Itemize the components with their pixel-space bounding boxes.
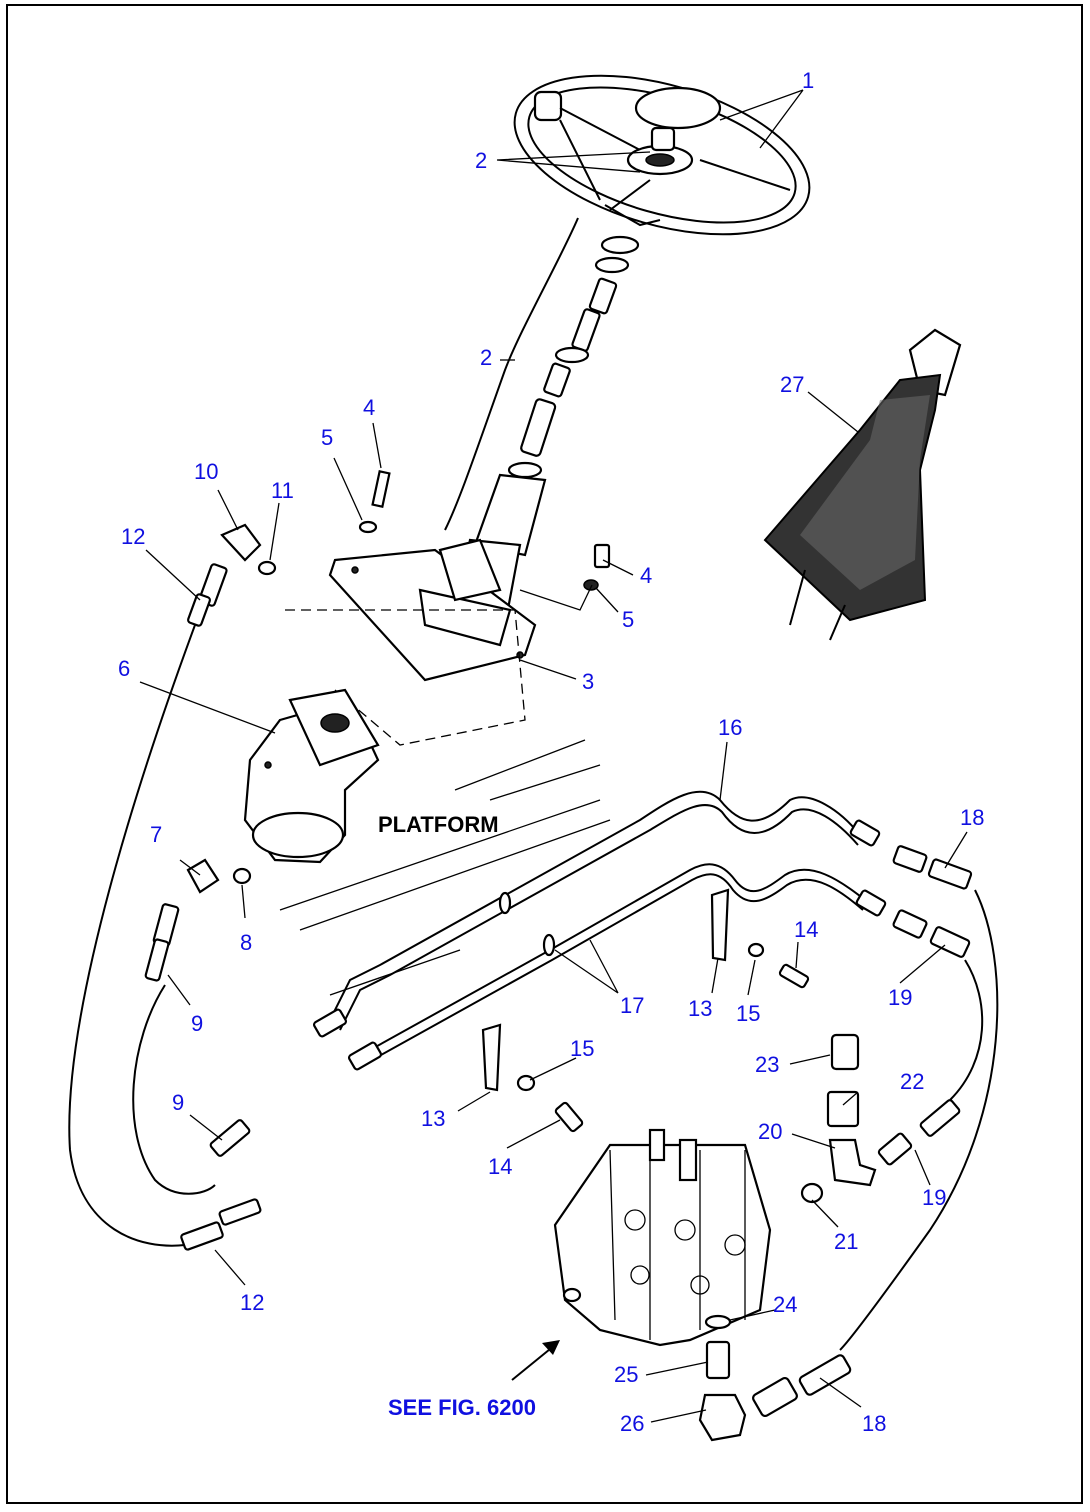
callout-19-lower: 19 — [922, 1185, 946, 1210]
callout-1: 1 — [802, 68, 814, 93]
hoses-right — [752, 845, 999, 1418]
callout-14-left: 14 — [488, 1154, 512, 1179]
callout-2-wheel: 2 — [475, 148, 487, 173]
steering-wheel — [513, 74, 811, 236]
callout-9-lower: 9 — [172, 1090, 184, 1115]
callout-3: 3 — [582, 669, 594, 694]
reference-arrow — [511, 1340, 560, 1381]
callout-5-right: 5 — [622, 607, 634, 632]
mounting-plate — [328, 538, 537, 682]
callout-12-upper: 12 — [121, 524, 145, 549]
callout-11: 11 — [271, 478, 294, 503]
callout-10: 10 — [194, 459, 218, 484]
callout-17: 17 — [620, 993, 644, 1018]
callout-5-upper: 5 — [321, 425, 333, 450]
see-fig-reference: SEE FIG. 6200 — [388, 1395, 536, 1420]
callout-24: 24 — [773, 1292, 797, 1317]
bolt-washer-right — [583, 543, 611, 591]
callout-15-right: 15 — [736, 1001, 760, 1026]
steering-unit — [243, 688, 380, 864]
callout-4-upper: 4 — [363, 395, 375, 420]
callout-18-lower: 18 — [862, 1411, 886, 1436]
platform-label: PLATFORM — [378, 812, 499, 837]
callout-15-left: 15 — [570, 1036, 594, 1061]
callout-7: 7 — [150, 822, 162, 847]
callout-8: 8 — [240, 930, 252, 955]
tee-fittings — [800, 1033, 877, 1204]
callout-12-lower: 12 — [240, 1290, 264, 1315]
callout-4-right: 4 — [640, 563, 652, 588]
callout-6: 6 — [118, 656, 130, 681]
callout-25: 25 — [614, 1362, 638, 1387]
callout-14-right: 14 — [794, 917, 818, 942]
leader-lines — [139, 89, 968, 1423]
callout-26: 26 — [620, 1411, 644, 1436]
callout-27: 27 — [780, 372, 804, 397]
bolt-washer-upper — [358, 470, 391, 534]
callout-9-upper: 9 — [191, 1011, 203, 1036]
control-valve — [553, 1128, 772, 1442]
callout-19-upper: 19 — [888, 985, 912, 1010]
steel-tubes — [313, 790, 887, 1071]
callout-20: 20 — [758, 1119, 782, 1144]
callout-13-right: 13 — [688, 996, 712, 1021]
callout-23: 23 — [755, 1052, 779, 1077]
callout-21: 21 — [834, 1229, 858, 1254]
callout-22: 22 — [900, 1069, 924, 1094]
lever-boot — [763, 328, 962, 641]
callout-2-column: 2 — [480, 345, 492, 370]
callout-16: 16 — [718, 715, 742, 740]
clamp-right — [710, 888, 810, 989]
callout-18-upper: 18 — [960, 805, 984, 830]
callout-13-left: 13 — [421, 1106, 445, 1131]
clamp-left — [481, 1023, 584, 1133]
hoses-left — [68, 523, 277, 1251]
drawing-frame — [6, 4, 1083, 1504]
